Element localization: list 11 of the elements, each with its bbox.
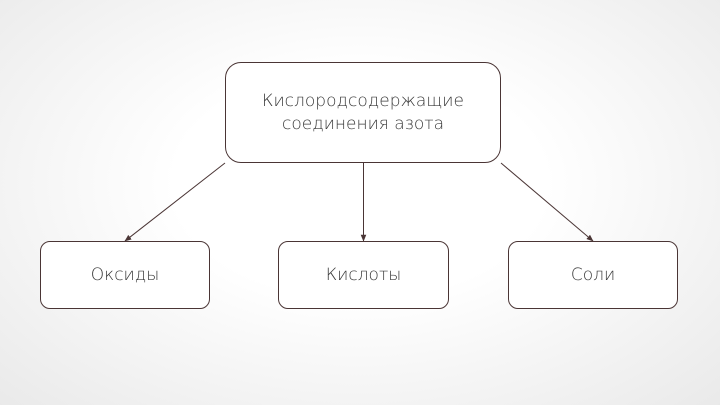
arrow bbox=[500, 162, 594, 242]
box-label: Соли bbox=[570, 264, 616, 286]
arrow bbox=[360, 162, 366, 242]
subcategory-box bbox=[508, 241, 678, 309]
box-label: Кислородсодержащие соединения азота bbox=[261, 90, 465, 136]
arrow bbox=[124, 162, 226, 242]
subcategory-box bbox=[40, 241, 210, 309]
subcategory-box bbox=[278, 241, 449, 309]
box-label: Оксиды bbox=[90, 264, 160, 286]
box-label: Кислоты bbox=[326, 264, 402, 286]
category-box bbox=[225, 62, 501, 163]
